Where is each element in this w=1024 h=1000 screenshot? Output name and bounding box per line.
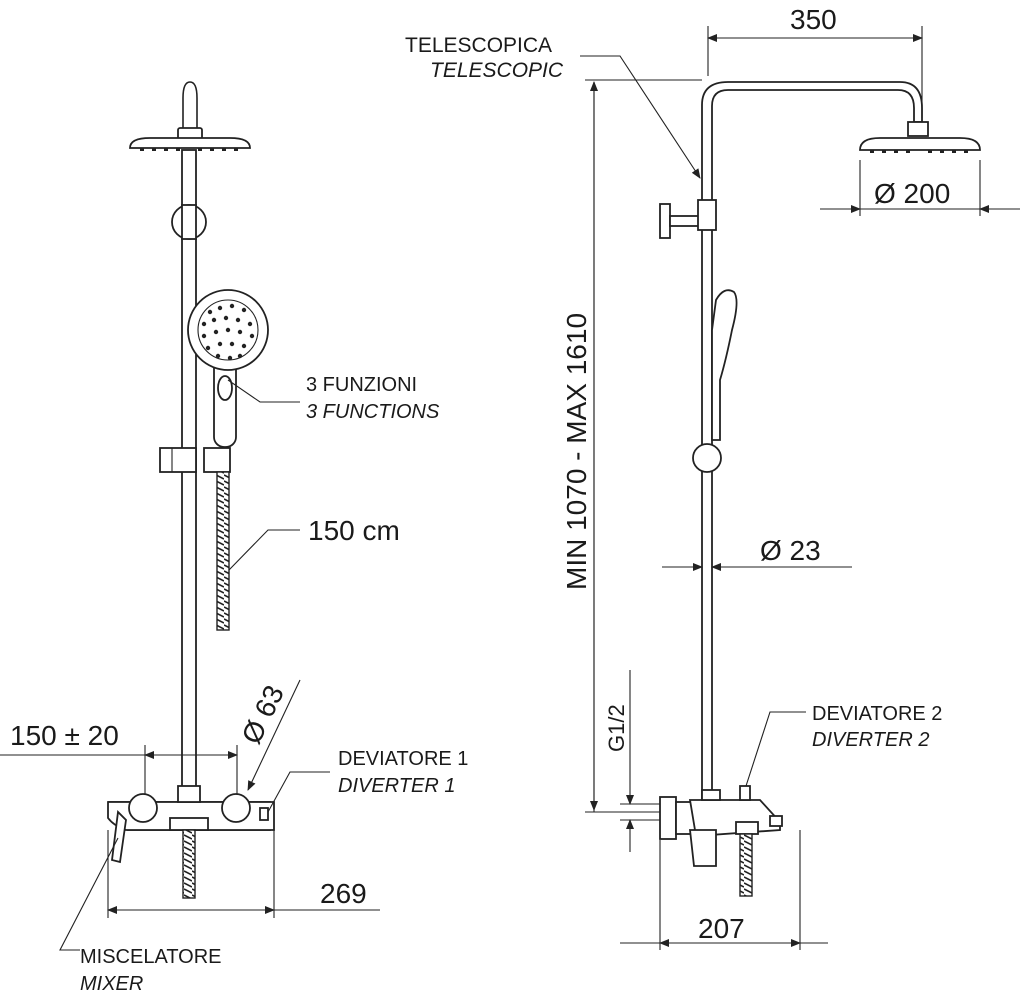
label-functions-en: 3 FUNCTIONS (306, 401, 440, 423)
dim-projection: 207 (698, 913, 745, 944)
front-head-shower (129, 127, 251, 151)
side-view (580, 26, 1020, 950)
front-shower-hose (216, 471, 230, 631)
dim-height-range: MIN 1070 - MAX 1610 (561, 313, 592, 590)
front-view (0, 81, 380, 951)
label-diverter-2-en: DIVERTER 2 (812, 729, 929, 751)
callout-labels: TELESCOPICA TELESCOPIC 3 FUNZIONI 3 FUNC… (80, 34, 942, 995)
front-top-elbow (182, 81, 198, 130)
label-mixer-en: MIXER (80, 973, 143, 995)
leader-diverter-2 (745, 711, 806, 787)
label-mixer-it: MISCELATORE (80, 946, 222, 968)
leader-telescopic (580, 55, 701, 179)
side-hand-shower (711, 289, 738, 441)
leader-functions (227, 379, 300, 403)
dim-handle-diameter: Ø 63 (236, 680, 290, 748)
dim-center-distance: 150 ± 20 (10, 720, 119, 751)
front-slider-holder (159, 447, 231, 473)
label-functions-it: 3 FUNZIONI (306, 374, 417, 396)
dim-leader-handle (247, 679, 301, 791)
dim-head-diameter: Ø 200 (874, 178, 950, 209)
dim-arm-length: 350 (790, 4, 837, 35)
label-diverter-1-it: DEVIATORE 1 (338, 748, 468, 770)
front-hand-shower (187, 289, 269, 448)
dim-thread: G1/2 (604, 704, 629, 752)
side-wall-bracket (659, 199, 717, 239)
dim-mixer-width: 269 (320, 878, 367, 909)
leader-diverter-1 (267, 771, 330, 813)
side-slider-holder (692, 443, 722, 473)
side-head-shower (859, 121, 981, 153)
label-hose-length: 150 cm (308, 515, 400, 546)
label-telescopic-en: TELESCOPIC (430, 59, 564, 82)
leader-mixer (59, 837, 119, 951)
front-mixer (107, 785, 275, 899)
side-mixer (659, 785, 783, 897)
dim-pipe-diameter: Ø 23 (760, 535, 821, 566)
label-telescopic-it: TELESCOPICA (405, 34, 552, 57)
label-diverter-1-en: DIVERTER 1 (338, 775, 455, 797)
leader-hose (228, 529, 300, 571)
label-diverter-2-it: DEVIATORE 2 (812, 703, 942, 725)
